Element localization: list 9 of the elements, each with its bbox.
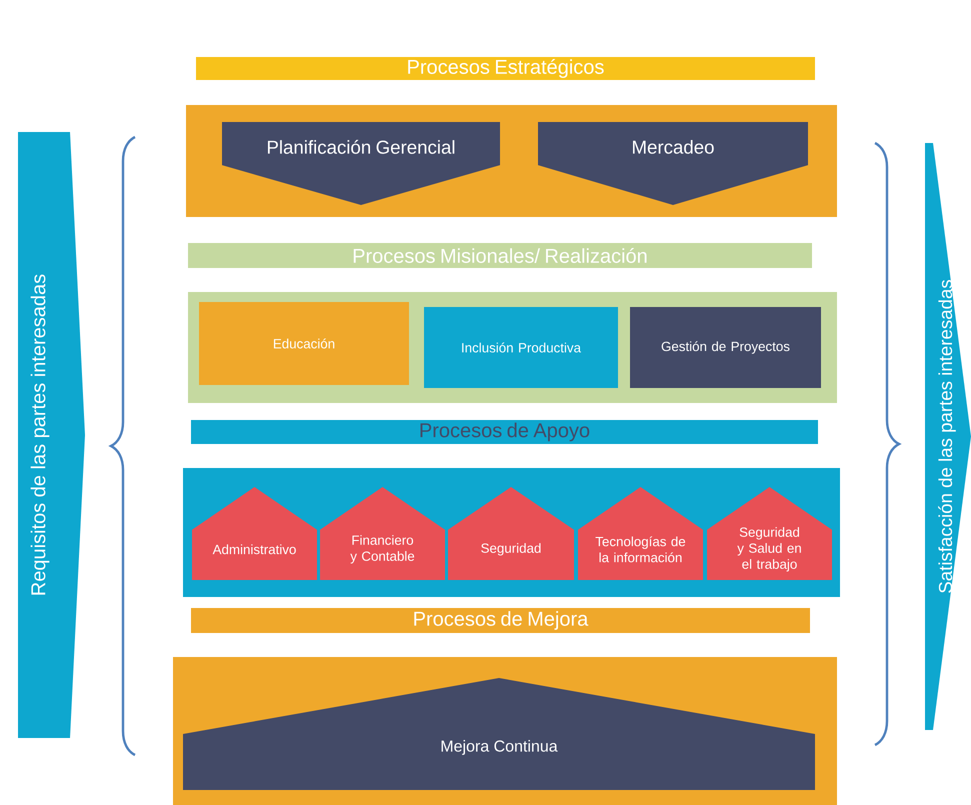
section-band: Procesos de Apoyo: [191, 420, 818, 444]
section-band: Procesos Estratégicos: [196, 57, 815, 80]
process-box: Educación: [199, 302, 409, 385]
section-band: Procesos Misionales/ Realización: [188, 243, 812, 268]
process-box: Gestión de Proyectos: [630, 307, 821, 388]
arrow-band: Requisitos de las partes interesadas: [18, 132, 85, 738]
section-band: Procesos de Mejora: [191, 608, 810, 633]
arrow-band: Satisfacción de las partes interesadas: [925, 143, 971, 730]
process-box: Inclusión Productiva: [424, 307, 618, 388]
